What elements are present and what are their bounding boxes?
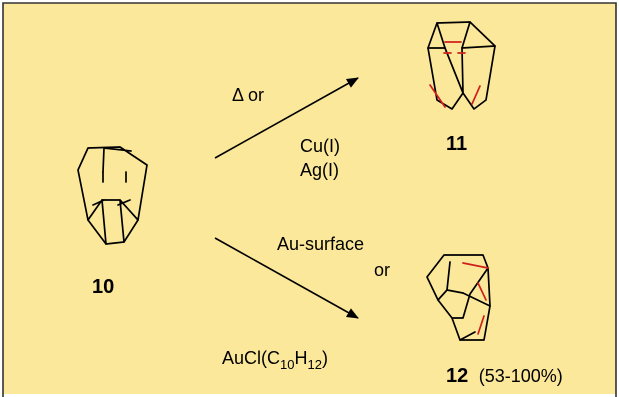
compound-11-structure [427, 21, 496, 110]
compound-10-structure [77, 146, 148, 245]
copper-condition: Cu(I) [300, 136, 340, 156]
yield-text: (53-100%) [479, 366, 563, 386]
compound-10-label: 10 [92, 276, 114, 298]
compound-11-new-bond [471, 85, 481, 105]
au-surface-condition: Au-surface [277, 234, 364, 254]
aucl-reagent: AuCl(C10H12) [222, 348, 328, 372]
or-text: or [374, 260, 390, 280]
compound-12-new-bond [477, 315, 485, 335]
compound-11-new-bond [429, 84, 446, 108]
scheme-panel [3, 3, 616, 394]
silver-condition: Ag(I) [300, 160, 339, 180]
arrow-to-11 [214, 77, 359, 159]
arrow-to-12 [214, 237, 359, 319]
compound-12-new-bond [462, 262, 489, 269]
compound-12-label: 12 (53-100%) [446, 365, 563, 387]
compound-12-structure [426, 254, 491, 341]
compound-11-label: 11 [446, 133, 467, 155]
compound-12-new-bond [477, 282, 487, 301]
heat-condition: Δ or [232, 85, 264, 105]
